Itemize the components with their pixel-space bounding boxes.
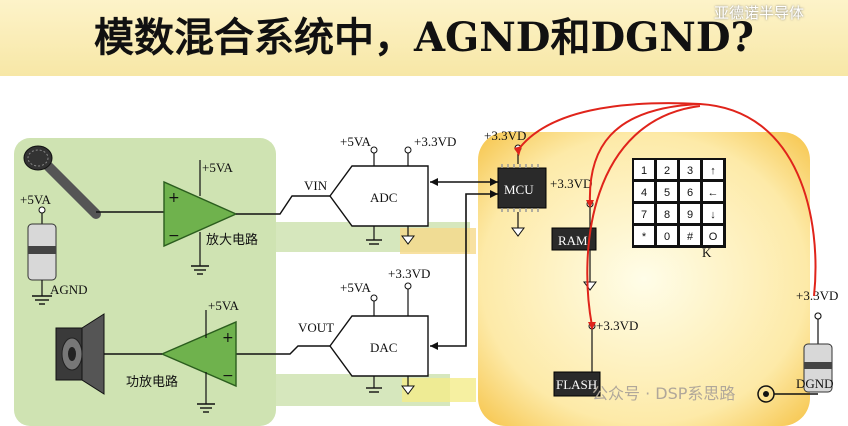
keypad-key-label: 8: [664, 209, 670, 221]
keypad-key-label: ↓: [710, 209, 716, 221]
keypad-key-label: 0: [664, 231, 670, 243]
svg-text:−: −: [222, 368, 234, 384]
speaker-icon: [55, 313, 105, 395]
keypad-key-label: 2: [664, 165, 670, 177]
keypad: 1 2 3 ↑ 4 5 6 ← 7 8 9 ↓ * 0 # O: [632, 158, 726, 248]
red-supply-wires: [517, 102, 817, 327]
keypad-key-label: 7: [641, 209, 647, 221]
keypad-key: [680, 160, 700, 179]
amp-top-label: 放大电路: [206, 232, 258, 248]
keypad-key-label: #: [687, 231, 694, 243]
keypad-key: [703, 204, 723, 223]
keypad-key-label: ←: [708, 187, 719, 199]
vin-label: VIN: [304, 178, 328, 193]
keypad-key: [634, 226, 654, 245]
keypad-key: [634, 182, 654, 201]
adc-block: [329, 146, 429, 245]
keypad-key-label: 5: [664, 187, 670, 199]
adc-supply-d-label: +3.3VD: [414, 134, 456, 149]
battery-icon-analog: [27, 206, 57, 305]
keypad-key: [680, 204, 700, 223]
keypad-key-label: 3: [687, 165, 693, 177]
title-bar: [0, 0, 848, 76]
dac-label: DAC: [370, 340, 397, 355]
flash-supply-label: +3.3VD: [596, 318, 638, 333]
vout-label: VOUT: [298, 320, 334, 335]
keypad-key: [703, 160, 723, 179]
agnd-label: AGND: [50, 282, 88, 297]
svg-text:+: +: [222, 330, 234, 346]
flash-label: FLASH: [556, 377, 597, 392]
dac-mcu-bus: [430, 193, 498, 347]
keypad-key: [657, 182, 677, 201]
keypad-key: [703, 226, 723, 245]
keypad-key: [680, 182, 700, 201]
microphone-icon: [23, 145, 101, 219]
dac-to-amp-wire: [236, 345, 330, 355]
op-amp-top: + −: [163, 160, 238, 275]
ram-supply-label: +3.3VD: [550, 176, 592, 191]
keypad-key: [657, 160, 677, 179]
amp-bottom-supply-label: +5VA: [208, 298, 240, 313]
svg-text:+: +: [168, 190, 180, 206]
digital-region: [478, 132, 810, 426]
keypad-key-label: 1: [641, 165, 647, 177]
adc-supply-a-label: +5VA: [340, 134, 372, 149]
amp-to-adc-wire: [236, 195, 330, 215]
keypad-key-label: O: [709, 231, 718, 243]
keypad-key: [634, 204, 654, 223]
keypad-key: [634, 160, 654, 179]
keypad-key: [657, 226, 677, 245]
digital-strip-bottom: [402, 378, 476, 402]
watermark-bottom: 公众号 · DSP系思路: [592, 384, 736, 403]
svg-text:−: −: [168, 228, 180, 244]
dac-supply-d-label: +3.3VD: [388, 266, 430, 281]
watermark-top: 亚德诺半导体: [713, 4, 804, 22]
keypad-key-label: *: [642, 231, 647, 243]
dac-block: [329, 282, 429, 395]
amp-top-supply-label: +5VA: [202, 160, 234, 175]
mic-supply-label: +5VA: [20, 192, 52, 207]
keypad-k-label: K: [702, 245, 712, 260]
dgnd-supply-label: +3.3VD: [796, 288, 838, 303]
keypad-key-label: 9: [687, 209, 693, 221]
keypad-key-label: ↑: [710, 165, 716, 177]
dgnd-label: DGND: [796, 376, 834, 391]
amp-bottom-label: 功放电路: [126, 374, 178, 390]
slide-title: 模数混合系统中，AGND和DGND?: [94, 14, 754, 61]
digital-strip-top: [400, 228, 476, 254]
ram-label: RAM: [558, 233, 588, 248]
mcu-supply-label: +3.3VD: [484, 128, 526, 143]
keypad-key: [657, 204, 677, 223]
mcu-chip: [497, 144, 547, 237]
keypad-key-label: 4: [641, 187, 647, 199]
dac-supply-a-label: +5VA: [340, 280, 372, 295]
adc-label: ADC: [370, 190, 397, 205]
mcu-label: MCU: [504, 182, 534, 197]
keypad-key: [703, 182, 723, 201]
op-amp-bottom: + −: [160, 310, 237, 413]
ground-connector-icon: [757, 385, 818, 403]
keypad-key-label: 6: [687, 187, 693, 199]
keypad-key: [680, 226, 700, 245]
